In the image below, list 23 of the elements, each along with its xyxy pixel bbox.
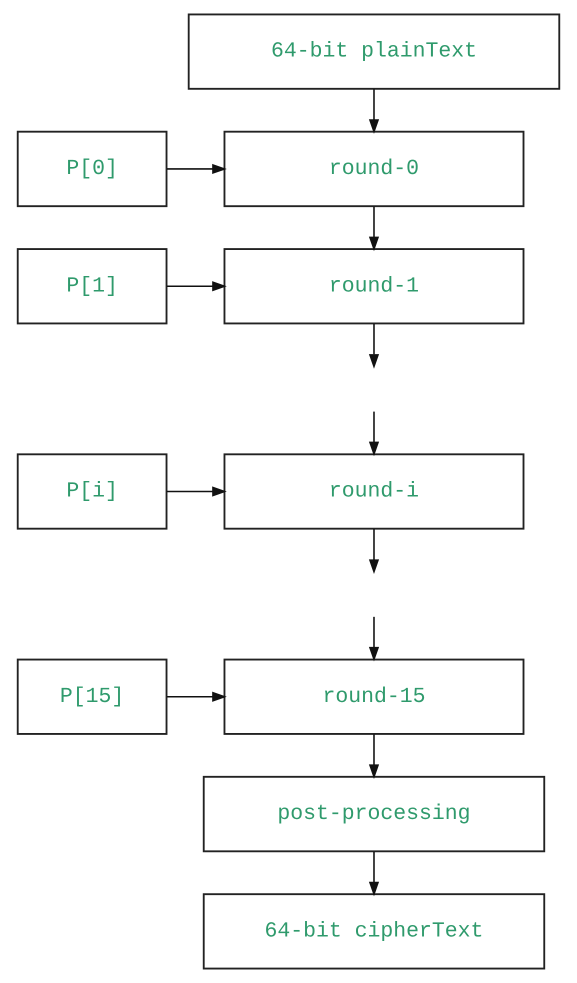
arrow [368, 616, 380, 662]
arrow [368, 529, 380, 574]
node-box: P[0] [16, 130, 168, 208]
node-box: round-i [224, 453, 524, 530]
arrow [167, 692, 227, 702]
node-box: P[15] [16, 658, 168, 735]
node-box: round-1 [224, 248, 524, 324]
node-box: P[i] [16, 453, 168, 530]
arrow [368, 206, 380, 252]
arrow [368, 324, 380, 369]
arrow [167, 164, 227, 174]
node-box: round-15 [224, 658, 524, 735]
node-box: round-0 [224, 130, 524, 208]
arrow [368, 734, 380, 780]
arrow [368, 852, 380, 896]
node-box: P[1] [16, 248, 168, 324]
arrow [167, 281, 227, 292]
arrow [167, 486, 227, 497]
arrow [368, 412, 380, 456]
arrow [368, 89, 380, 134]
node-box: 64-bit cipherText [202, 893, 546, 970]
node-box: post-processing [202, 776, 546, 852]
node-box: 64-bit plainText [188, 14, 560, 90]
